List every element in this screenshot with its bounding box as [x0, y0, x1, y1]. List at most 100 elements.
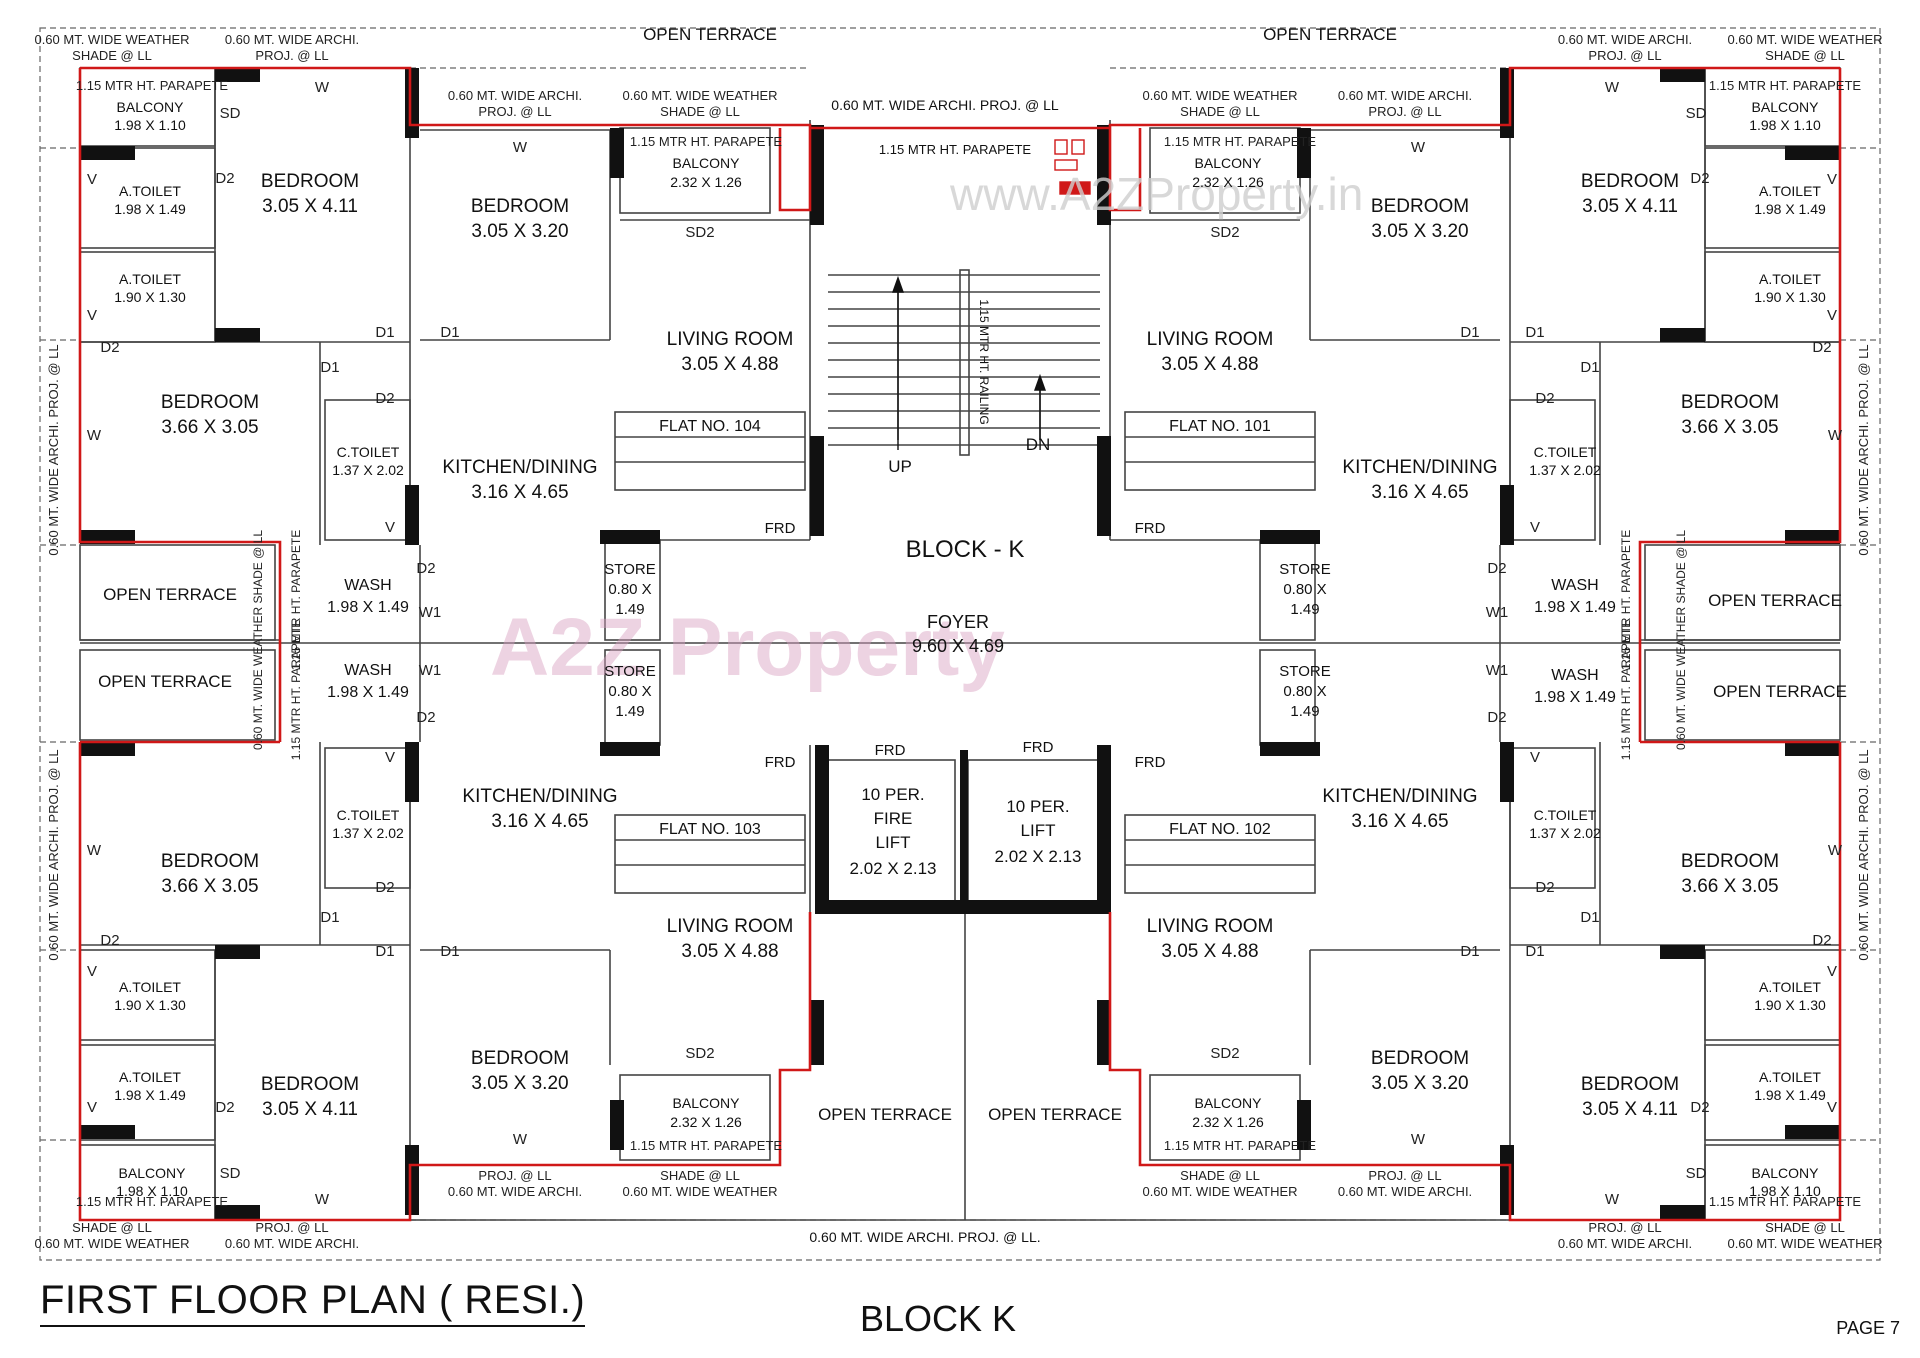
door-v: V: [87, 1099, 97, 1116]
balcony-label: BALCONY: [673, 1095, 741, 1111]
sd2-mark: SD2: [1210, 1045, 1239, 1062]
store-dim: 1.49: [1290, 601, 1319, 618]
ctoilet-dim: 1.37 X 2.02: [1529, 462, 1601, 478]
store-label: STORE: [604, 561, 655, 578]
note-parapet: 1.15 MTR HT. PARAPETE: [76, 78, 229, 93]
note-proj: PROJ. @ LL: [1368, 104, 1441, 119]
note-archi: 0.60 MT. WIDE ARCHI.: [1558, 32, 1692, 47]
fire-lift-line1: 10 PER.: [861, 785, 924, 804]
note-side-proj: 0.60 MT. WIDE ARCHI. PROJ. @ LL: [1856, 749, 1871, 960]
wash-label: WASH: [1551, 577, 1598, 594]
note-archi: 0.60 MT. WIDE ARCHI.: [225, 32, 359, 47]
door-d2: D2: [1690, 170, 1709, 187]
living-label: LIVING ROOM: [667, 329, 794, 350]
ctoilet-dim: 1.37 X 2.02: [332, 462, 404, 478]
kitchen-dim: 3.16 X 4.65: [491, 811, 588, 832]
bedroom-dim: 3.66 X 3.05: [161, 417, 258, 438]
bedroom-dim: 3.66 X 3.05: [1681, 417, 1778, 438]
door-d1: D1: [440, 324, 459, 341]
fire-lift-line2: FIRE: [874, 809, 913, 828]
bedroom-label: BEDROOM: [1581, 171, 1679, 192]
door-w1: W1: [1486, 662, 1509, 679]
sd-mark: SD: [220, 105, 241, 122]
frd-label: FRD: [1135, 754, 1166, 771]
door-d2: D2: [100, 339, 119, 356]
bedroom-label: BEDROOM: [1371, 196, 1469, 217]
bedroom-label: BEDROOM: [471, 1048, 569, 1069]
wash-label: WASH: [344, 662, 391, 679]
note-proj: PROJ. @ LL: [478, 1168, 551, 1183]
ctoilet-dim: 1.37 X 2.02: [332, 825, 404, 841]
balcony-label: BALCONY: [119, 1165, 187, 1181]
block-title: BLOCK K: [860, 1298, 1017, 1339]
flat-102: FLAT NO. 102: [1169, 821, 1271, 838]
window-mark: W: [87, 842, 102, 859]
door-d2: D2: [1812, 932, 1831, 949]
door-d2: D2: [1690, 1099, 1709, 1116]
stair-dn-label: DN: [1026, 435, 1051, 454]
bedroom-label: BEDROOM: [1681, 392, 1779, 413]
kitchen-dim: 3.16 X 4.65: [1371, 482, 1468, 503]
door-w1: W1: [419, 604, 442, 621]
bedroom-label: BEDROOM: [471, 196, 569, 217]
kitchen-label: KITCHEN/DINING: [462, 786, 617, 807]
door-v: V: [385, 749, 395, 766]
balcony-dim: 2.32 X 1.26: [1192, 174, 1264, 190]
annotations: 0.60 MT. WIDE WEATHER SHADE @ LL 0.60 MT…: [34, 32, 1882, 1251]
fire-lift-dim: 2.02 X 2.13: [850, 859, 937, 878]
open-terrace-top-left: OPEN TERRACE: [643, 25, 777, 44]
bedroom-label: BEDROOM: [261, 171, 359, 192]
proj-bottom-label: 0.60 MT. WIDE ARCHI. PROJ. @ LL.: [809, 1229, 1040, 1245]
door-d1: D1: [375, 943, 394, 960]
balcony-dim: 1.98 X 1.10: [114, 117, 186, 133]
railing-label: 1.15 MTR HT. RAILING: [977, 299, 991, 424]
note-parapet-v: 1.15 MTR HT. PARAPETE: [289, 620, 303, 760]
bedroom-dim: 3.05 X 3.20: [471, 221, 568, 242]
door-d2: D2: [375, 879, 394, 896]
sd2-mark: SD2: [685, 224, 714, 241]
bedroom-label: BEDROOM: [1681, 851, 1779, 872]
balcony-label: BALCONY: [1195, 155, 1263, 171]
atoilet-dim: 1.90 X 1.30: [1754, 289, 1826, 305]
door-v: V: [385, 519, 395, 536]
store-dim: 1.49: [615, 601, 644, 618]
center-labels: BLOCK - K FOYER 9.60 X 4.69 UP DN 1.15 M…: [643, 25, 1397, 1245]
atoilet-dim: 1.98 X 1.49: [1754, 201, 1826, 217]
note-weather-v: 0.60 MT. WIDE WEATHER SHADE @ LL: [1674, 530, 1688, 750]
page-title: FIRST FLOOR PLAN ( RESI.): [40, 1278, 586, 1327]
bedroom-label: BEDROOM: [1581, 1074, 1679, 1095]
window-mark: W: [315, 79, 330, 96]
lift-line1: 10 PER.: [1006, 797, 1069, 816]
wash-label: WASH: [344, 577, 391, 594]
note-parapet: 1.15 MTR HT. PARAPETE: [1164, 1138, 1317, 1153]
door-v: V: [1827, 963, 1837, 980]
ctoilet-label: C.TOILET: [337, 444, 400, 460]
sd-mark: SD: [1686, 105, 1707, 122]
store-dim: 0.80 X: [608, 581, 651, 598]
door-d2: D2: [1812, 339, 1831, 356]
bedroom-dim: 3.66 X 3.05: [161, 876, 258, 897]
frd-label: FRD: [1023, 739, 1054, 756]
note-proj: PROJ. @ LL: [1588, 48, 1661, 63]
note-weather: 0.60 MT. WIDE WEATHER: [1142, 88, 1297, 103]
door-v: V: [87, 963, 97, 980]
door-window-marks: W W W W W W W W W W W W SD SD SD SD SD2 …: [87, 79, 1843, 1208]
note-archi: 0.60 MT. WIDE ARCHI.: [448, 88, 582, 103]
store-dim: 0.80 X: [1283, 683, 1326, 700]
atoilet-dim: 1.98 X 1.49: [114, 201, 186, 217]
fire-equipment-icon: [1054, 139, 1091, 195]
room-labels: BEDROOM 3.05 X 4.11 BEDROOM 3.05 X 3.20 …: [98, 99, 1847, 1199]
note-side-proj: 0.60 MT. WIDE ARCHI. PROJ. @ LL: [46, 749, 61, 960]
note-proj: PROJ. @ LL: [1588, 1220, 1661, 1235]
kitchen-label: KITCHEN/DINING: [442, 457, 597, 478]
window-mark: W: [1605, 79, 1620, 96]
living-dim: 3.05 X 4.88: [1161, 941, 1258, 962]
atoilet-label: A.TOILET: [119, 271, 181, 287]
note-weather-v: 0.60 MT. WIDE WEATHER SHADE @ LL: [251, 530, 265, 750]
atoilet-label: A.TOILET: [1759, 979, 1821, 995]
note-weather: 0.60 MT. WIDE WEATHER: [622, 88, 777, 103]
balcony-dim: 2.32 X 1.26: [670, 174, 742, 190]
balcony-label: BALCONY: [1195, 1095, 1263, 1111]
living-label: LIVING ROOM: [667, 916, 794, 937]
